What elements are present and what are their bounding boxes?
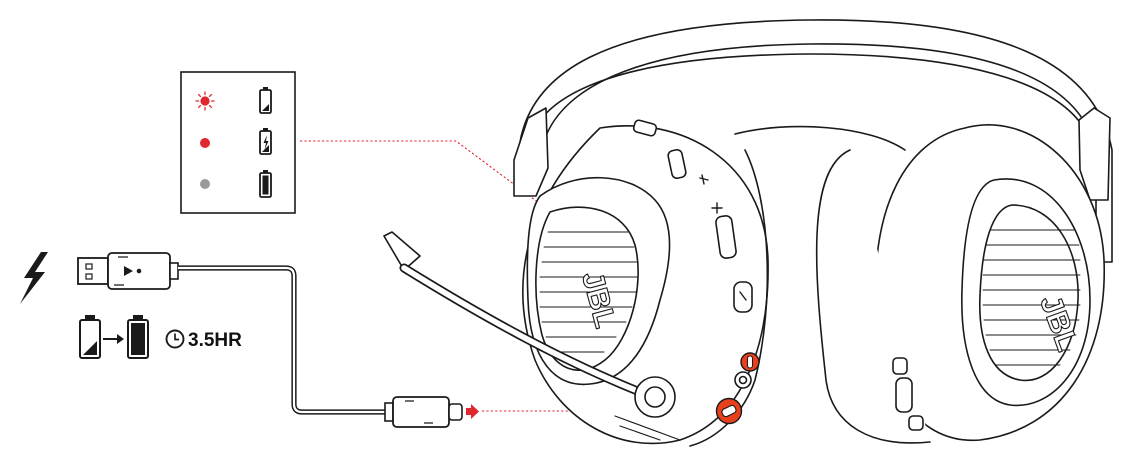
- empty-battery-icon: [79, 315, 101, 359]
- usb-c-plug-icon: [384, 396, 463, 428]
- headset-usb-c-port-highlight: [715, 397, 743, 425]
- led-status-panel: [180, 71, 296, 214]
- arrow-right-icon: [103, 334, 124, 344]
- insert-arrow-icon: [466, 404, 479, 419]
- blinking-led-icon: [195, 91, 215, 111]
- full-battery-large-icon: [127, 315, 149, 359]
- red-led-icon: [200, 138, 210, 148]
- clock-icon: [165, 329, 185, 349]
- usb-a-plug-icon: [77, 252, 179, 290]
- lightning-bolt-icon: [20, 252, 48, 304]
- charging-battery-icon: [259, 128, 272, 155]
- headset-led-highlight: [740, 352, 760, 372]
- headset-illustration: JBL JBL: [383, 19, 1113, 447]
- grey-led-icon: [200, 179, 210, 189]
- charge-time-label: 3.5HR: [188, 330, 242, 351]
- low-battery-icon: [259, 87, 272, 114]
- full-battery-icon: [259, 170, 272, 198]
